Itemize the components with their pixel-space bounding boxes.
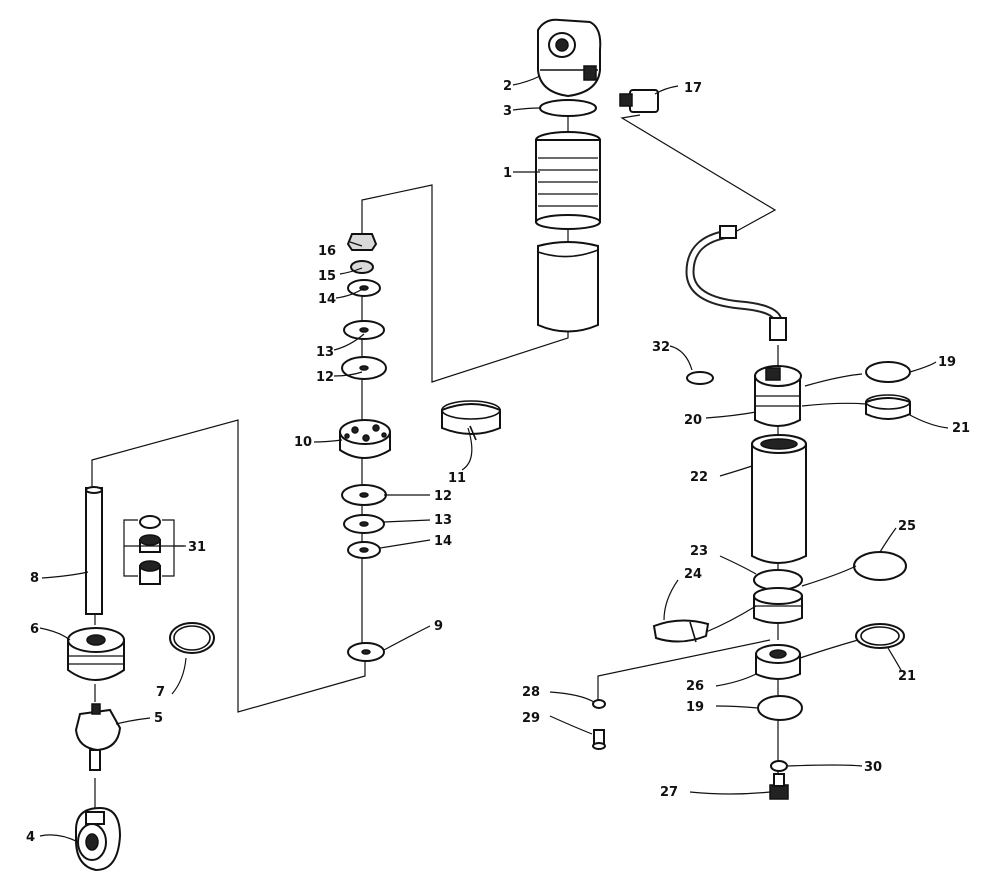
part-16-nut (346, 233, 378, 251)
callout-10: 10 (294, 435, 312, 450)
part-3-ring (539, 99, 597, 117)
part-20-reservoir-piston (754, 365, 802, 427)
part-8-shaft (85, 486, 103, 615)
leader-lines (39, 75, 949, 843)
part-31-bushings (123, 515, 186, 585)
callout-29: 29 (522, 711, 540, 726)
part-24-clip (652, 619, 710, 643)
callout-23: 23 (690, 544, 708, 559)
assembly-lines (91, 100, 779, 808)
part-28-washer (592, 699, 606, 709)
part-6-seal-head (67, 627, 125, 681)
part-4-eyelet (75, 806, 122, 872)
callout-27: 27 (660, 785, 678, 800)
part-hose (685, 225, 787, 341)
callout-21-bottom: 21 (898, 669, 916, 684)
part-30-oring (770, 760, 788, 772)
callout-28: 28 (522, 685, 540, 700)
callout-21-top: 21 (952, 421, 970, 436)
part-21-ring-top (865, 394, 911, 420)
callout-22: 22 (690, 470, 708, 485)
callout-12-bottom: 12 (434, 489, 452, 504)
part-19-ring-bottom (757, 695, 803, 721)
callout-19-top: 19 (938, 355, 956, 370)
part-27-valve (769, 773, 789, 800)
part-9-washer (347, 642, 385, 662)
part-23-end-cap (753, 569, 803, 624)
part-5-bottom-eye (74, 703, 122, 771)
callout-labels: 2 3 1 17 16 15 14 13 12 10 11 12 13 14 9… (26, 79, 970, 845)
callout-6: 6 (30, 622, 39, 637)
callout-7: 7 (156, 685, 165, 700)
callout-25: 25 (898, 519, 916, 534)
callout-14-bottom: 14 (434, 534, 452, 549)
part-29-screw (592, 729, 606, 750)
callout-3: 3 (503, 104, 512, 119)
part-25-ring (853, 551, 907, 581)
part-12-shim-bottom (341, 484, 387, 506)
callout-26: 26 (686, 679, 704, 694)
part-12-shim-top (341, 356, 387, 380)
part-22-reservoir (751, 434, 807, 564)
callout-31: 31 (188, 540, 206, 555)
part-19-ring-top (865, 361, 911, 383)
callout-2: 2 (503, 79, 512, 94)
part-10-piston (339, 419, 391, 459)
callout-13-bottom: 13 (434, 513, 452, 528)
part-26-cap (755, 644, 801, 680)
part-2-top-mount (537, 18, 602, 98)
part-13-shim-top (343, 320, 385, 340)
part-sleeve (537, 241, 599, 333)
callout-12-top: 12 (316, 370, 334, 385)
part-32-oring (686, 371, 714, 385)
callout-4: 4 (26, 830, 35, 845)
callout-14-top: 14 (318, 292, 336, 307)
callout-24: 24 (684, 567, 702, 582)
part-11-piston-ring (441, 400, 501, 441)
callout-15: 15 (318, 269, 336, 284)
callout-30: 30 (864, 760, 882, 775)
callout-8: 8 (30, 571, 39, 586)
callout-32: 32 (652, 340, 670, 355)
part-14-washer-bottom (347, 541, 381, 559)
callout-5: 5 (154, 711, 163, 726)
callout-16: 16 (318, 244, 336, 259)
part-21-ring-bottom (855, 623, 905, 649)
callout-13-top: 13 (316, 345, 334, 360)
callout-20: 20 (684, 413, 702, 428)
part-13-shim-bottom (343, 514, 385, 534)
callout-9: 9 (434, 619, 443, 634)
callout-11: 11 (448, 471, 466, 486)
part-17-fitting (619, 89, 659, 113)
callout-1: 1 (503, 166, 512, 181)
part-7-ring (169, 622, 215, 654)
callout-17: 17 (684, 81, 702, 96)
callout-19-bottom: 19 (686, 700, 704, 715)
part-1-body (535, 131, 601, 230)
